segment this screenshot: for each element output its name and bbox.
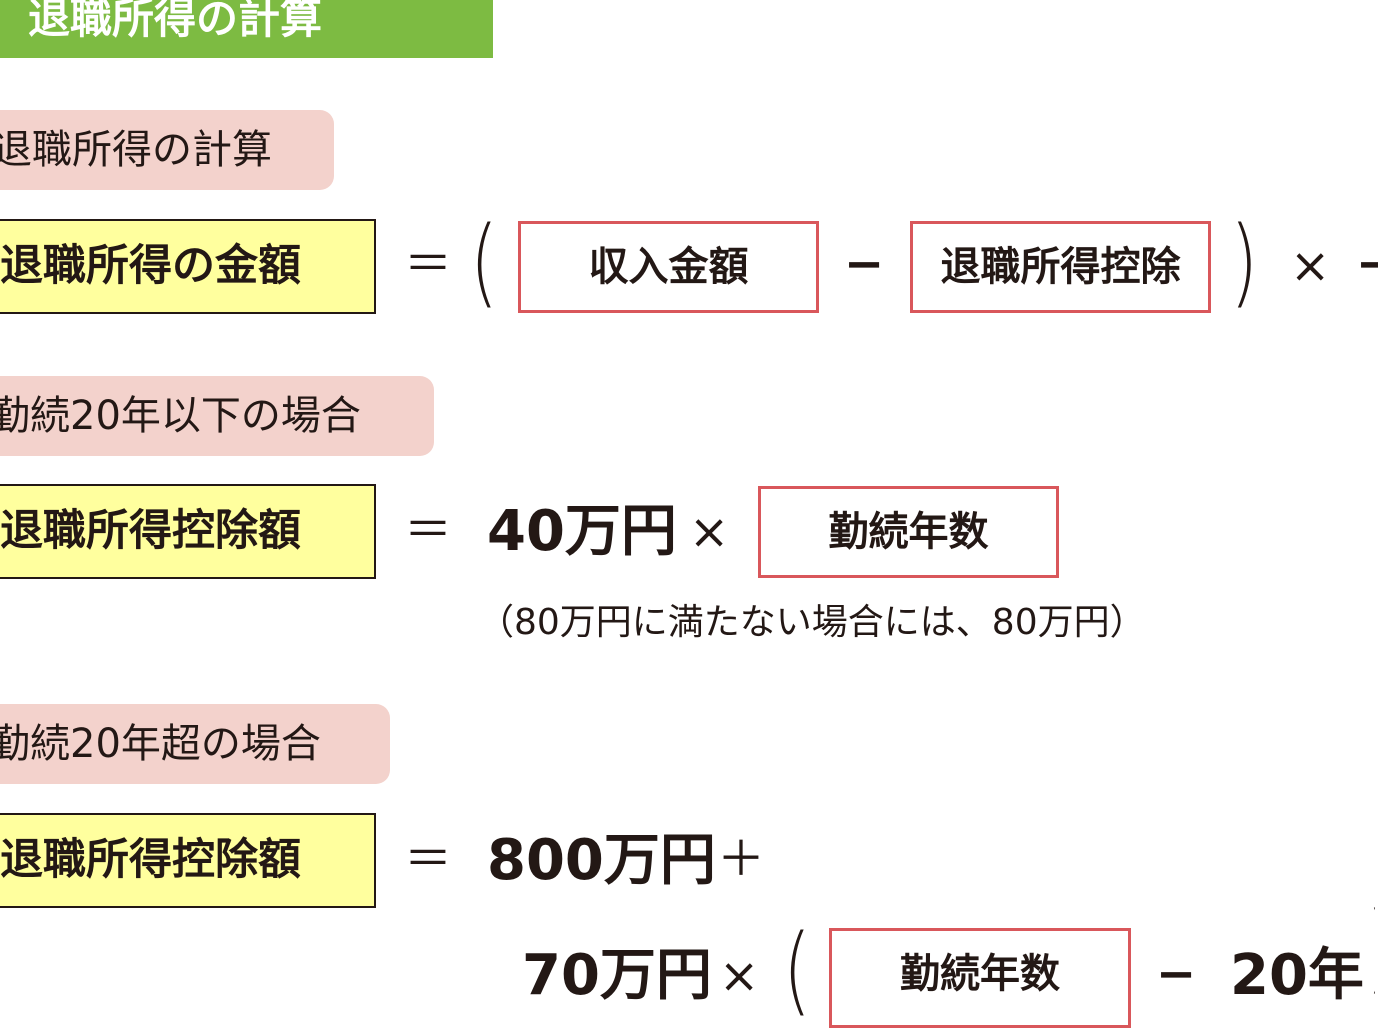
formula3-equals-sign: ＝ <box>404 831 453 887</box>
formula3-times-sign: × <box>719 948 760 1004</box>
formula2-lhs-box: 退職所得控除額 <box>0 484 376 579</box>
formula1-open-paren: ( <box>470 206 499 318</box>
section-label-over-20-years: 勤続20年超の場合 <box>0 704 390 784</box>
section-label-under-20-years: 勤続20年以下の場合 <box>0 376 434 456</box>
page-title: 退職所得の計算 <box>0 0 493 58</box>
formula3-rate-amount: 70万円 <box>522 943 712 1008</box>
formula3-close-paren: ) <box>1366 900 1375 996</box>
formula3-years-value: 20年 <box>1230 943 1364 1008</box>
formula2-times-sign: × <box>689 504 730 560</box>
formula2-equals-sign: ＝ <box>404 502 453 558</box>
formula1-close-paren: ) <box>1230 206 1259 318</box>
formula1-trailing-operator: − <box>1356 240 1378 288</box>
formula1-equals-sign: ＝ <box>404 236 453 292</box>
formula1-lhs-box: 退職所得の金額 <box>0 219 376 314</box>
formula3-base-amount: 800万円 <box>487 828 716 893</box>
formula1-deduction-box: 退職所得控除 <box>910 221 1211 313</box>
formula1-minus-sign: − <box>844 236 885 292</box>
formula3-minus-sign: − <box>1156 946 1197 1002</box>
formula2-base-amount: 40万円 <box>487 499 677 564</box>
formula3-service-years-box: 勤続年数 <box>829 928 1131 1028</box>
section-label-calculation: 退職所得の計算 <box>0 110 334 190</box>
formula3-lhs-box: 退職所得控除額 <box>0 813 376 908</box>
formula3-plus-sign: ＋ <box>717 831 766 887</box>
formula1-income-box: 収入金額 <box>518 221 819 313</box>
formula3-open-paren: ( <box>783 914 812 1026</box>
formula2-minimum-note: （80万円に満たない場合には、80万円） <box>478 602 1146 643</box>
formula2-service-years-box: 勤続年数 <box>758 486 1059 578</box>
formula1-times-sign: × <box>1290 238 1331 294</box>
